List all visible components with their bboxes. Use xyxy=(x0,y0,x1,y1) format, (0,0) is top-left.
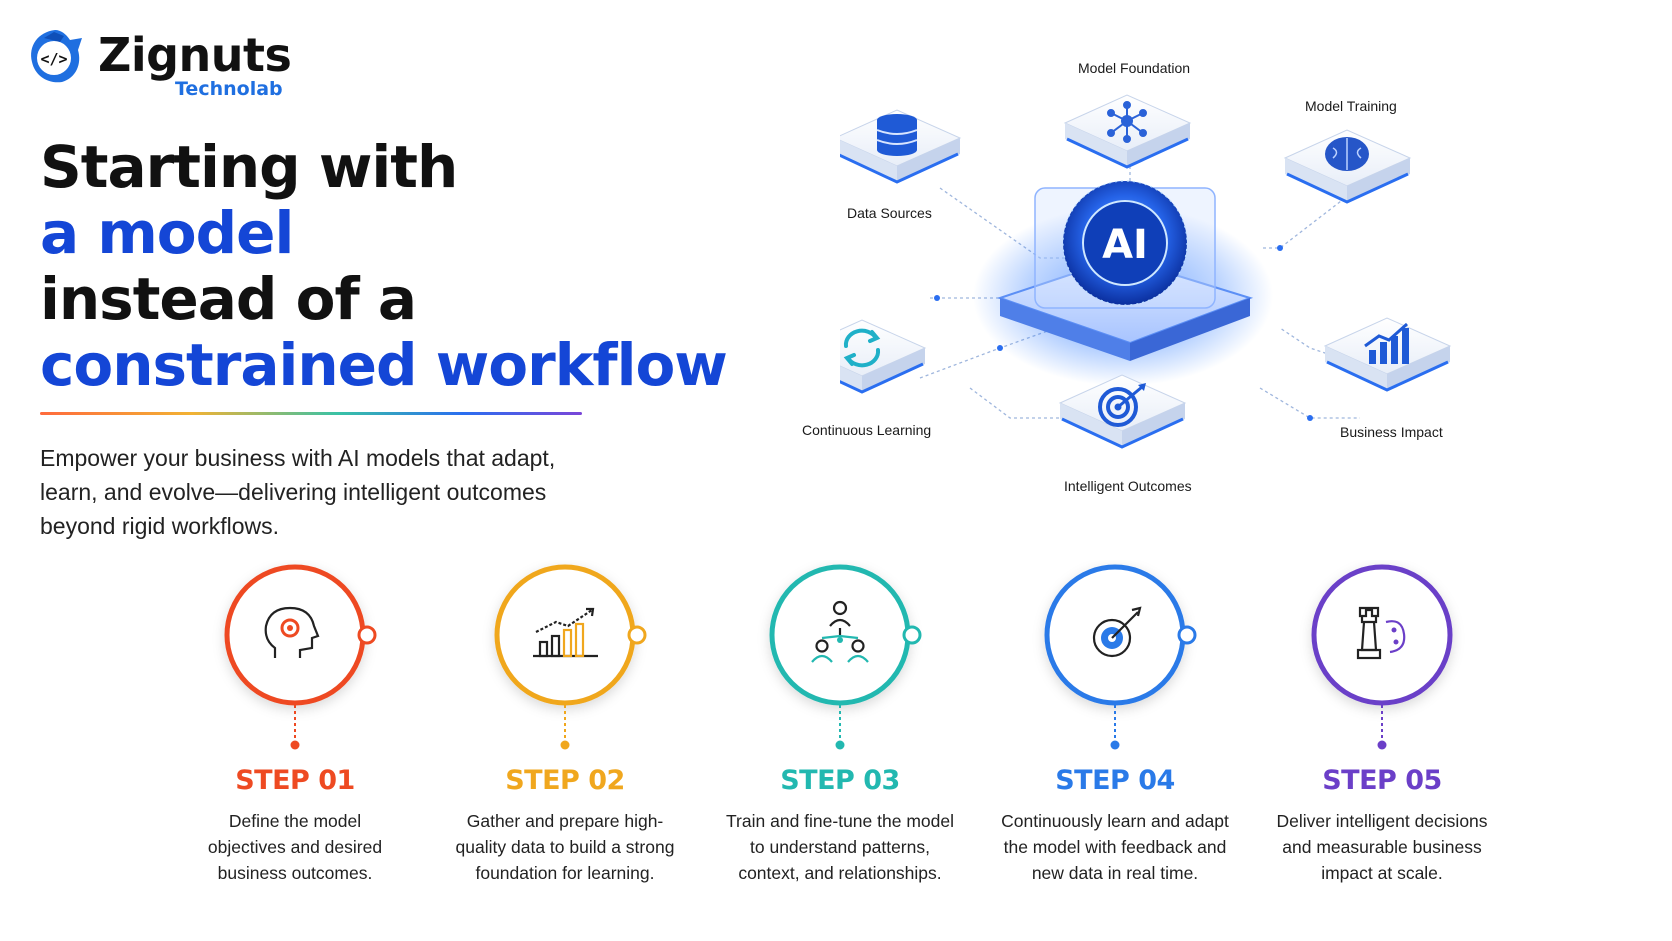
growth-chart-icon xyxy=(1364,322,1409,364)
step-05-title: STEP 05 xyxy=(1322,765,1442,796)
node-continuous-learning xyxy=(798,319,927,394)
head-gear-icon xyxy=(264,606,320,658)
headline-line-2: a model xyxy=(40,199,294,267)
step-01-description: Define the model objectives and desired … xyxy=(207,811,383,883)
connector-dots xyxy=(934,245,1313,421)
zignuts-logo-icon: </> xyxy=(31,30,82,83)
step-03-badge xyxy=(769,564,922,750)
node-model-foundation xyxy=(1063,94,1192,169)
headline-line-1: Starting with xyxy=(40,133,458,201)
label-continuous-learning: Continuous Learning xyxy=(802,422,932,438)
step-02-badge xyxy=(494,564,647,750)
ai-core-label: AI xyxy=(1102,222,1148,268)
node-model-training xyxy=(1283,129,1412,204)
step-04-title: STEP 04 xyxy=(1055,765,1175,796)
page-headline: Starting with a model instead of a const… xyxy=(40,134,740,398)
label-business-impact: Business Impact xyxy=(1340,424,1443,440)
chess-strategy-icon xyxy=(1356,606,1406,660)
target-icon xyxy=(1092,606,1142,658)
brand-subtitle: Technolab xyxy=(175,78,283,100)
brain-icon xyxy=(1325,137,1369,171)
logo-code-glyph: </> xyxy=(40,50,67,68)
gradient-divider xyxy=(40,412,582,415)
label-model-foundation: Model Foundation xyxy=(1078,60,1191,76)
ai-core-platform: AI xyxy=(973,180,1273,386)
network-icon xyxy=(1107,101,1147,143)
node-intelligent-outcomes xyxy=(1058,374,1187,449)
bar-chart-icon xyxy=(533,607,598,658)
headline-line-4: constrained workflow xyxy=(40,331,728,399)
step-05-badge xyxy=(1311,564,1453,750)
label-model-training: Model Training xyxy=(1305,98,1397,114)
ai-hub-diagram: AI xyxy=(798,58,1580,538)
node-data-sources xyxy=(833,109,962,184)
step-02-title: STEP 02 xyxy=(505,765,625,796)
team-icon xyxy=(811,600,869,663)
step-02-description: Gather and prepare high-quality data to … xyxy=(455,811,675,883)
refresh-icon xyxy=(843,328,881,368)
headline-line-3: instead of a xyxy=(40,265,417,333)
step-01-title: STEP 01 xyxy=(235,765,355,796)
steps-timeline: STEP 01 Define the model objectives and … xyxy=(0,560,1672,940)
step-03-title: STEP 03 xyxy=(780,765,900,796)
step-04-description: Continuously learn and adapt the model w… xyxy=(1001,811,1229,883)
intro-paragraph: Empower your business with AI models tha… xyxy=(40,445,556,539)
target-icon xyxy=(1098,383,1146,427)
node-business-impact xyxy=(1323,317,1452,392)
step-05-description: Deliver intelligent decisions and measur… xyxy=(1276,811,1488,883)
label-data-sources: Data Sources xyxy=(847,205,932,221)
diagram-canvas: AI xyxy=(798,94,1452,449)
step-03-description: Train and fine-tune the model to underst… xyxy=(726,811,954,883)
brand-name: Zignuts xyxy=(98,28,292,82)
timeline-graphic xyxy=(224,564,1453,750)
step-04-badge xyxy=(1044,564,1197,750)
label-intelligent-outcomes: Intelligent Outcomes xyxy=(1064,478,1192,494)
step-01-badge xyxy=(224,564,377,750)
database-icon xyxy=(876,114,918,156)
